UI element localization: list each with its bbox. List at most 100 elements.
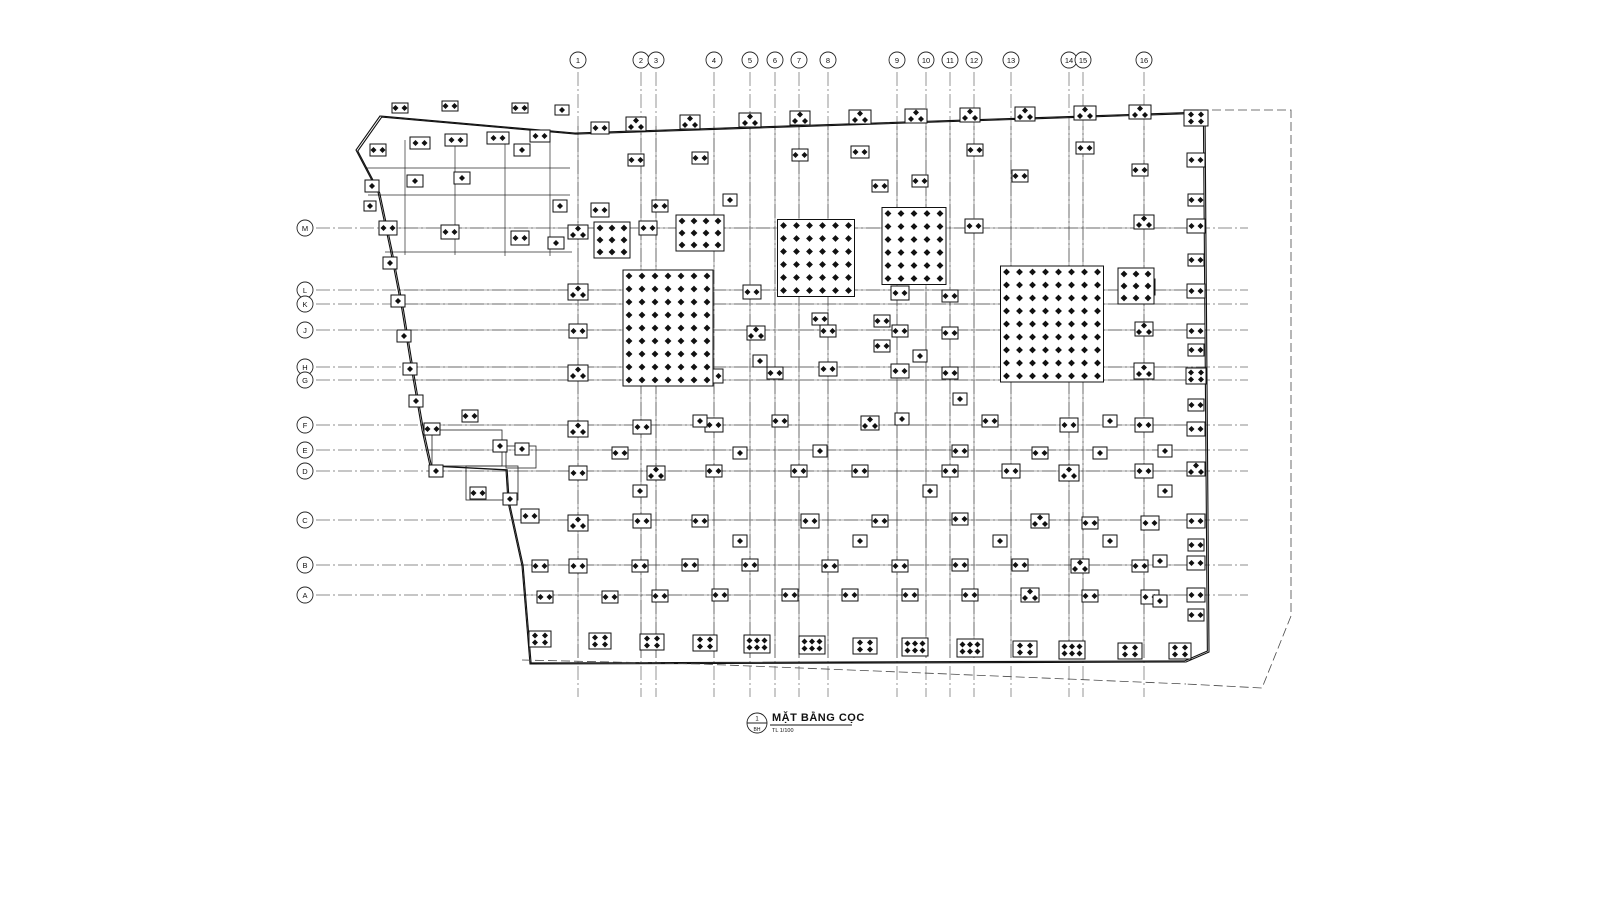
pile-symbol <box>1188 426 1195 432</box>
pile-cap <box>1058 464 1080 482</box>
pile-symbol <box>424 426 431 432</box>
pile-cap <box>891 559 909 573</box>
pile-cap <box>632 419 652 435</box>
pile-symbol <box>872 183 879 189</box>
pile-symbol <box>1016 294 1023 302</box>
pile-symbol <box>1068 359 1075 367</box>
pile-symbol <box>601 207 608 213</box>
pile-cap <box>1187 343 1205 357</box>
pile-symbol <box>1094 307 1101 315</box>
pile-symbol <box>634 424 641 430</box>
pile-cap <box>651 199 669 213</box>
pile-symbol <box>1055 359 1062 367</box>
pile-symbol <box>1094 359 1101 367</box>
pile-symbol <box>832 287 839 294</box>
column-grid-label: 9 <box>895 56 899 65</box>
pile-cap <box>567 514 589 532</box>
pile-symbol <box>664 272 672 280</box>
pile-symbol <box>1003 372 1010 380</box>
pile-symbol <box>897 275 905 282</box>
pile-cap <box>1070 558 1090 574</box>
pile-symbol <box>862 423 868 429</box>
pile-symbol <box>1145 422 1152 428</box>
pile-symbol <box>1198 111 1204 118</box>
column-grid-bubble: 8 <box>819 51 837 69</box>
pile-cap <box>711 588 729 602</box>
pile-symbol <box>532 632 538 639</box>
pile-cap <box>681 558 699 572</box>
pile-cap <box>956 638 984 658</box>
pile-symbol <box>1122 644 1128 651</box>
pile-symbol <box>1197 612 1204 618</box>
pile-symbol <box>682 122 688 128</box>
building-outline-inner <box>357 112 1208 664</box>
pile-symbol <box>832 261 839 268</box>
column-grid-label: 14 <box>1065 56 1073 65</box>
pile-cap <box>941 289 959 303</box>
pile-symbol <box>638 363 646 371</box>
pile-symbol <box>1197 560 1204 566</box>
pile-symbol <box>1032 521 1038 527</box>
pile-symbol <box>592 207 599 213</box>
pile-symbol <box>959 641 966 648</box>
pile-symbol <box>1197 223 1204 229</box>
pile-symbol <box>951 330 958 336</box>
pile-symbol <box>644 635 650 642</box>
pile-symbol <box>1070 422 1077 428</box>
column-grid-bubble: 1 <box>569 51 587 69</box>
pile-cap <box>1186 555 1206 571</box>
pile-symbol <box>579 563 586 569</box>
pile-symbol <box>592 634 598 641</box>
pile-cap <box>1186 218 1206 234</box>
pile-cap <box>1186 587 1206 603</box>
pile-symbol <box>1198 469 1204 475</box>
pile-symbol <box>829 328 836 334</box>
pile-symbol <box>754 637 760 644</box>
pile-symbol <box>1197 542 1204 548</box>
pile-symbol <box>974 648 981 655</box>
pile-cap <box>391 102 409 114</box>
pile-cap <box>1152 554 1168 568</box>
pile-symbol <box>1198 369 1204 376</box>
pile-cap <box>791 148 809 162</box>
column-grid-label: 12 <box>970 56 978 65</box>
pile-symbol <box>918 116 924 122</box>
pile-cap <box>871 514 889 528</box>
row-grid-bubble: J <box>296 321 314 339</box>
pile-symbol <box>1197 197 1204 203</box>
column-grid-bubble: 11 <box>941 51 959 69</box>
pile-cap <box>409 136 431 150</box>
pile-symbol <box>874 343 881 349</box>
pile-symbol <box>857 639 863 646</box>
pile-symbol <box>1055 372 1062 380</box>
pile-symbol <box>1017 114 1023 120</box>
pile-symbol <box>1081 294 1088 302</box>
pile-symbol <box>872 518 879 524</box>
pile-symbol <box>1197 518 1204 524</box>
pile-symbol <box>1012 173 1019 179</box>
pile-symbol <box>442 229 449 235</box>
pile-symbol <box>806 248 813 255</box>
pile-symbol <box>412 178 418 184</box>
pile-symbol <box>521 105 528 111</box>
pile-symbol <box>897 249 905 256</box>
pile-cap <box>742 284 762 300</box>
pile-symbol <box>1042 281 1049 289</box>
pile-symbol <box>575 366 581 373</box>
pile-symbol <box>867 646 873 653</box>
pile-symbol <box>499 135 506 141</box>
pile-symbol <box>806 222 813 229</box>
pile-symbol <box>531 513 538 519</box>
pile-symbol <box>1182 644 1188 651</box>
pile-symbol <box>1029 359 1036 367</box>
pile-symbol <box>625 272 633 280</box>
row-grid-label: K <box>302 300 307 309</box>
pile-symbol <box>820 366 827 372</box>
pile-symbol <box>1022 595 1028 601</box>
column-grid-label: 10 <box>922 56 930 65</box>
pile-cap <box>911 174 929 188</box>
pile-symbol <box>884 262 892 269</box>
pile-symbol <box>580 429 586 435</box>
pile-symbol <box>1042 359 1049 367</box>
pile-symbol <box>1120 294 1128 302</box>
